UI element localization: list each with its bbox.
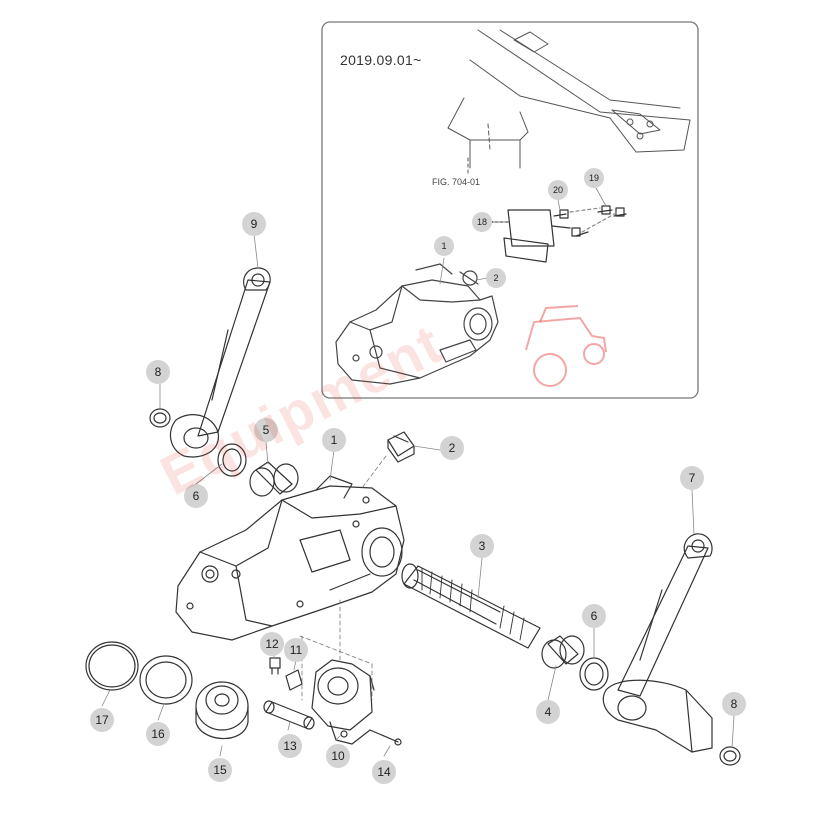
callout-1: 1 [322,428,346,452]
main-housing [175,475,405,641]
snap-ring-right [719,746,741,766]
piston [195,681,249,740]
callout-14: 14 [372,760,396,784]
callout-11: 11 [284,638,308,662]
callout-17: 17 [90,708,114,732]
callout-inset-2: 2 [486,268,506,288]
callout-13: 13 [278,734,302,758]
callout-9: 9 [242,212,266,236]
inset-bolts [551,205,627,237]
callout-8-left: 8 [146,360,170,384]
callout-15: 15 [208,758,232,782]
bushing-right [541,635,585,669]
fitting-top [387,431,415,463]
fig-reference-label: FIG. 704-01 [432,177,481,187]
callout-16: 16 [146,722,170,746]
snap-ring-left [149,408,171,428]
piston-rod-pin [263,700,315,730]
callout-5: 5 [254,418,278,442]
backup-ring [139,655,193,705]
callout-inset-19: 19 [584,168,604,188]
callout-12: 12 [260,632,284,656]
cotter-pin [369,729,402,746]
callout-inset-1: 1 [434,236,454,256]
assembly-lines [299,455,387,701]
callout-3: 3 [470,534,494,558]
inset-leaders [439,187,607,285]
callout-8-right: 8 [722,692,746,716]
lift-arm-left [169,267,271,458]
clip [285,669,303,691]
inset-plate [489,209,555,263]
seal-right [579,657,609,691]
cylinder [311,659,375,745]
callout-inset-18: 18 [472,212,492,232]
callout-10: 10 [326,744,350,768]
seal-left [217,443,247,477]
leader-lines [101,233,735,757]
cross-shaft [401,563,541,649]
bolt-small [269,657,281,675]
callout-6-left: 6 [184,484,208,508]
watermark-tractor-icon [525,305,607,387]
callout-4: 4 [536,700,560,724]
o-ring-large [85,641,139,691]
inset-date-label: 2019.09.01~ [340,52,422,68]
inset-frame-bracket [447,29,691,175]
callout-2: 2 [440,436,464,460]
inset-frame [321,21,699,399]
callout-6-right: 6 [582,604,606,628]
callout-7: 7 [680,466,704,490]
bushing-upper [249,461,299,497]
lift-arm-right [602,533,713,753]
callout-inset-20: 20 [548,180,568,200]
inset-housing [335,263,499,385]
